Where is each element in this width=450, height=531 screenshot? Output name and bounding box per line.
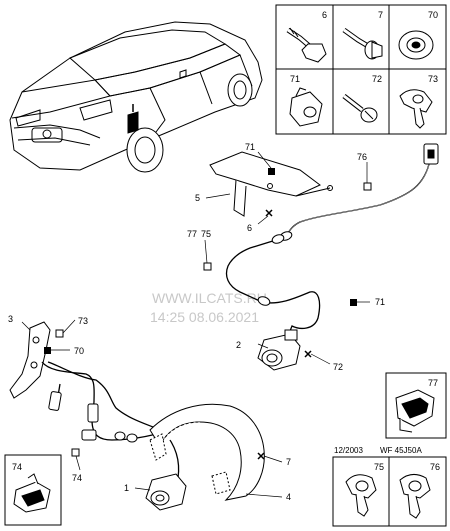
car-illustration [9, 21, 263, 173]
cable-grommet-upper [257, 231, 293, 306]
sensor-1 [145, 473, 187, 511]
table-label-7: 7 [378, 10, 383, 20]
watermark-site: WWW.ILCATS.RU [152, 290, 267, 306]
callout-75: 75 [201, 229, 211, 239]
clip-nut-icon [289, 87, 323, 127]
wheel-arch-shield [149, 403, 265, 501]
bottom-right-box: 12/2003 WF 45J50A 75 76 [332, 446, 447, 527]
bracket-5 [209, 151, 333, 217]
grommet-icon [398, 30, 434, 60]
callout-1: 1 [124, 483, 129, 493]
upper-sensor-cable [225, 159, 431, 337]
box-label-76: 76 [430, 462, 440, 472]
callout-6: 6 [247, 223, 252, 233]
cable-holder-icon [395, 389, 435, 433]
callout-76: 76 [357, 152, 367, 162]
connector-top [423, 143, 439, 165]
callout-70: 70 [74, 346, 84, 356]
table-label-6: 6 [322, 10, 327, 20]
bolt-flanged-icon [342, 27, 383, 60]
revision-code: WF 45J50A [380, 446, 422, 455]
bolt-hex-flange-icon [286, 27, 327, 63]
revision-date: 12/2003 [334, 446, 363, 455]
inset-74-label: 74 [12, 462, 22, 472]
table-label-71: 71 [290, 74, 300, 84]
callout-71-mid: 71 [375, 297, 385, 307]
callout-markers [44, 168, 372, 460]
callout-73: 73 [78, 316, 88, 326]
callout-numbers: 71 5 6 76 77 75 71 2 72 3 73 70 74 1 7 4 [8, 142, 385, 502]
table-label-73: 73 [428, 74, 438, 84]
callout-7: 7 [286, 457, 291, 467]
cable-clip-icon [399, 89, 433, 129]
leader-lines [21, 151, 370, 498]
table-label-72: 72 [372, 74, 382, 84]
parts-table: 6 7 70 71 72 73 [275, 4, 447, 135]
callout-4: 4 [286, 492, 291, 502]
callout-74: 74 [72, 473, 82, 483]
sensor-2 [257, 329, 301, 371]
callout-2: 2 [236, 340, 241, 350]
inset-74: 74 [4, 454, 62, 526]
callout-71-top: 71 [245, 142, 255, 152]
callout-77: 77 [187, 229, 197, 239]
callout-3: 3 [8, 314, 13, 324]
watermark-datetime: 14:25 08.06.2021 [150, 309, 259, 325]
bracket-3 [9, 321, 51, 399]
fastener-clip-icon [13, 473, 51, 513]
table-label-70: 70 [428, 10, 438, 20]
callout-5: 5 [195, 193, 200, 203]
cable-connectors-lower [48, 391, 138, 443]
screw-icon [342, 94, 378, 123]
callout-72: 72 [333, 362, 343, 372]
inset-77: 77 [385, 372, 447, 439]
box-label-75: 75 [374, 462, 384, 472]
lower-sensor-cable [41, 361, 180, 479]
inset-77-label: 77 [428, 378, 438, 388]
cable-tie-clip-75-icon [345, 474, 377, 517]
cable-tie-clip-76-icon [399, 474, 431, 519]
